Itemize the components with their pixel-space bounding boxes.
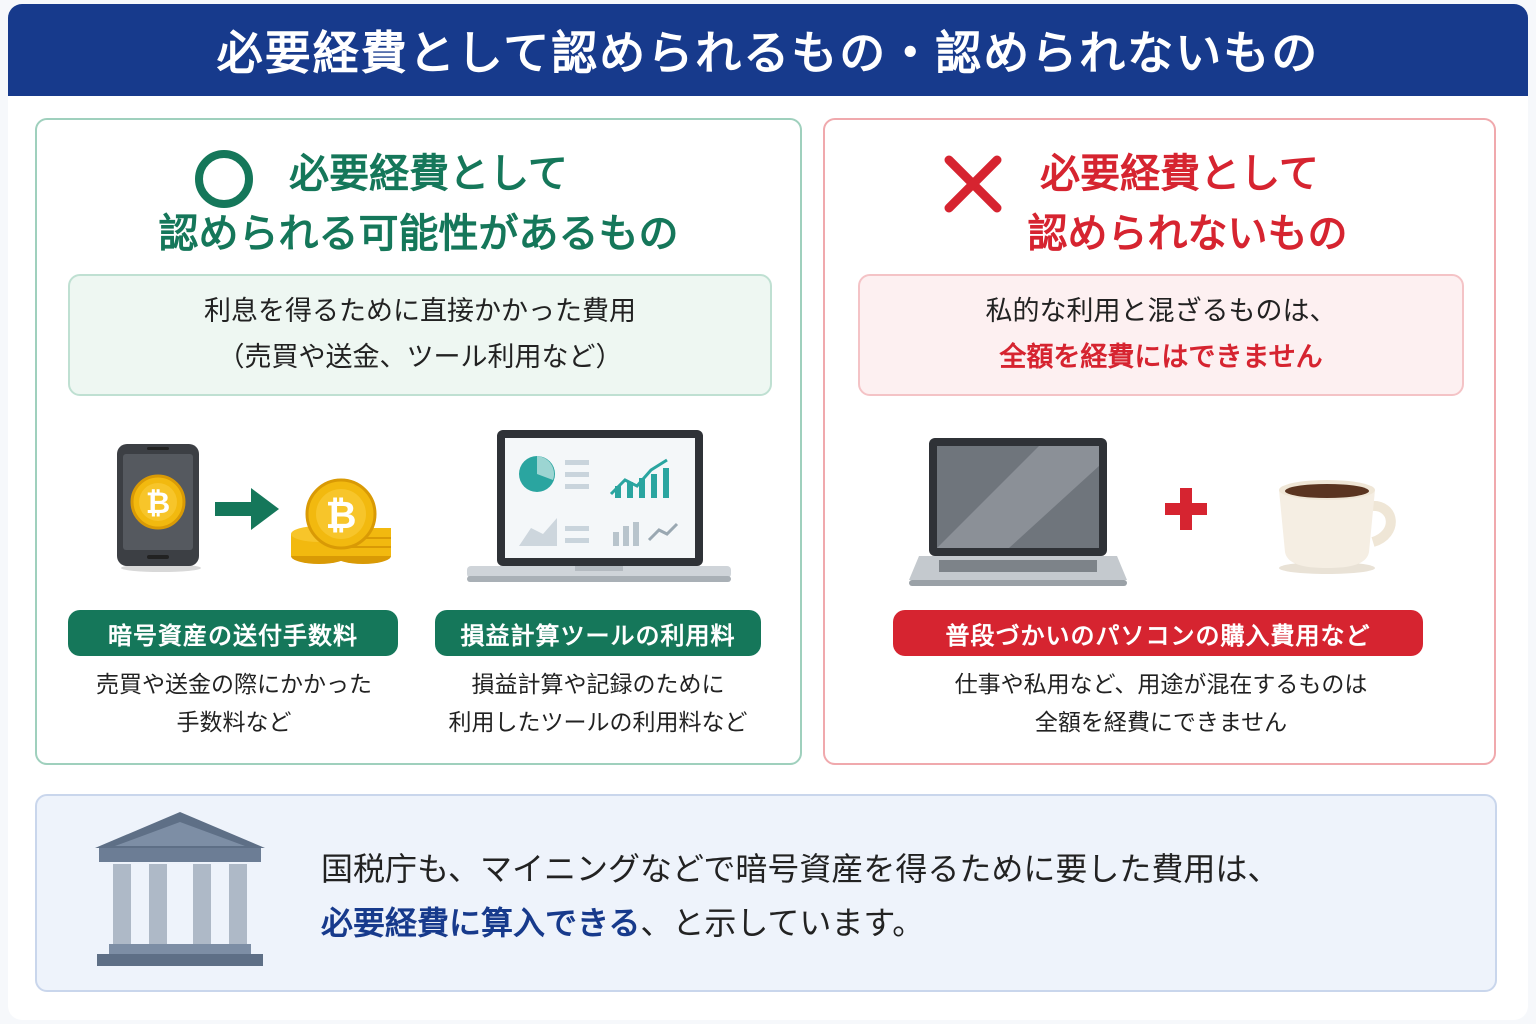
item-desc-tool-fee-line2: 利用したツールの利用料など <box>448 710 748 736</box>
arrow-right-icon <box>215 488 279 530</box>
nta-note-box: 国税庁も、マイニングなどで暗号資産を得るために要した費用は、 必要経費に算入でき… <box>35 794 1497 992</box>
not-allowed-summary-line1: 私的な利用と混ざるものは、 <box>985 296 1337 327</box>
item-desc-transfer-fee-line1: 売買や送金の際にかかった <box>96 672 372 698</box>
nta-note-highlight: 必要経費に算入できる <box>321 904 641 942</box>
allowed-summary-box: 利息を得るために直接かかった費用 （売買や送金、ツール利用など） <box>68 274 772 396</box>
item-desc-tool-fee-line1: 損益計算や記録のために <box>471 672 725 698</box>
circle-mark-icon <box>195 150 253 208</box>
cross-mark-icon <box>944 155 1002 213</box>
coffee-cup-icon <box>1279 480 1396 574</box>
allowed-panel: 必要経費として 認められる可能性があるもの 利息を得るために直接かかった費用 （… <box>35 118 802 765</box>
item-desc-pc-purchase: 仕事や私用など、用途が混在するものは 全額を経費にできません <box>865 666 1457 742</box>
not-allowed-summary-line2: 全額を経費にはできません <box>999 342 1323 373</box>
not-allowed-title-line1: 必要経費として <box>1040 151 1319 197</box>
nta-note-line2-rest: 、と示しています。 <box>640 904 925 942</box>
page-title: 必要経費として認められるもの・認められないもの <box>216 26 1320 80</box>
item-label-pc-purchase: 普段づかいのパソコンの購入費用など <box>893 610 1423 656</box>
item-desc-tool-fee: 損益計算や記録のために 利用したツールの利用料など <box>423 666 773 742</box>
item-desc-transfer-fee-line2: 手数料など <box>176 710 292 736</box>
allowed-summary-line2: （売買や送金、ツール利用など） <box>217 342 623 373</box>
laptop-dashboard-icon <box>467 430 731 582</box>
item-label-tool-fee: 損益計算ツールの利用料 <box>435 610 761 656</box>
item-desc-pc-purchase-line1: 仕事や私用など、用途が混在するものは <box>954 672 1368 698</box>
not-allowed-title-line2: 認められないもの <box>1027 211 1348 257</box>
nta-note-line1: 国税庁も、マイニングなどで暗号資産を得るために要した費用は、 <box>321 850 1280 888</box>
nta-note-line2: 必要経費に算入できる、と示しています。 <box>321 896 1279 950</box>
nta-note-text: 国税庁も、マイニングなどで暗号資産を得るために要した費用は、 必要経費に算入でき… <box>321 842 1279 950</box>
not-allowed-panel: 必要経費として 認められないもの 私的な利用と混ざるものは、 全額を経費にはでき… <box>823 118 1496 765</box>
not-allowed-title: 必要経費として 認められないもの <box>825 144 1494 264</box>
smartphone-bitcoin-icon: ₿ <box>117 444 201 572</box>
item-label-transfer-fee: 暗号資産の送付手数料 <box>68 610 398 656</box>
allowed-title: 必要経費として 認められる可能性があるもの <box>37 144 800 264</box>
allowed-title-line2: 認められる可能性があるもの <box>158 211 679 257</box>
svg-text:₿: ₿ <box>146 486 170 521</box>
page-header: 必要経費として認められるもの・認められないもの <box>8 4 1528 96</box>
allowed-summary-line1: 利息を得るために直接かかった費用 <box>204 296 636 327</box>
item-desc-transfer-fee: 売買や送金の際にかかった 手数料など <box>57 666 411 742</box>
laptop-icon <box>909 438 1127 586</box>
plus-icon <box>1165 488 1207 530</box>
bitcoin-coins-icon: ₿ <box>291 478 391 564</box>
not-allowed-summary-box: 私的な利用と混ざるものは、 全額を経費にはできません <box>858 274 1464 396</box>
allowed-title-line1: 必要経費として <box>289 151 568 197</box>
government-building-icon <box>95 812 265 966</box>
svg-text:₿: ₿ <box>326 493 357 537</box>
item-desc-pc-purchase-line2: 全額を経費にできません <box>1034 710 1288 736</box>
